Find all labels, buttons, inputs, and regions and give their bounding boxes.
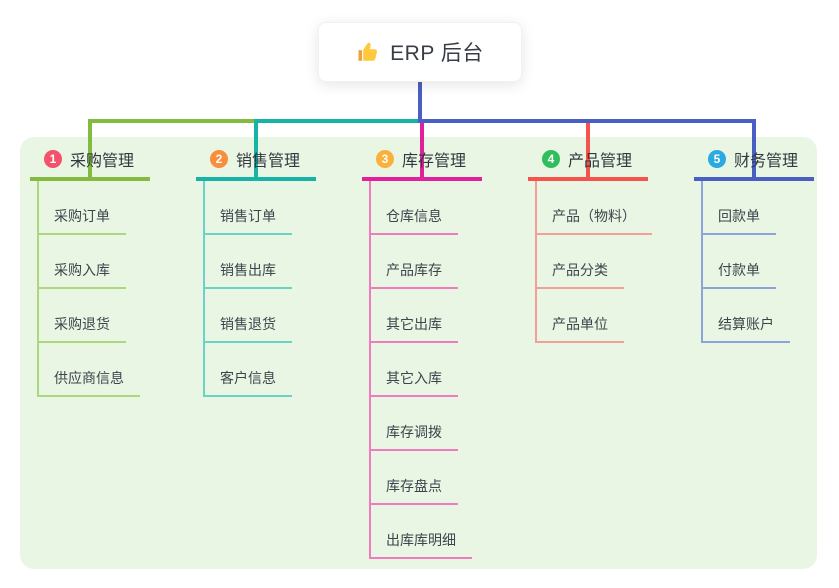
branch-title: 财务管理: [734, 152, 799, 170]
child-node[interactable]: 采购入库: [39, 260, 126, 289]
branch-node-2: 2 销售管理销售订单销售出库销售退货客户信息: [196, 147, 316, 397]
branch-node-1: 1 采购管理采购订单采购入库采购退货供应商信息: [30, 147, 150, 397]
branch-children: 销售订单销售出库销售退货客户信息: [203, 181, 316, 397]
connector-line: [88, 119, 92, 178]
branch-title: 采购管理: [70, 152, 135, 170]
child-row: 销售出库: [205, 235, 316, 289]
branch-number-badge: 1: [44, 149, 62, 168]
child-row: 产品（物料）: [537, 181, 652, 235]
branch-number-badge: 4: [542, 149, 560, 168]
connector-line: [752, 119, 756, 178]
branch-node-3: 3 库存管理仓库信息产品库存其它出库其它入库库存调拨库存盘点出库库明细: [362, 147, 482, 559]
connector-line: [418, 82, 422, 123]
connector-line: [420, 119, 756, 123]
child-node[interactable]: 仓库信息: [371, 206, 458, 235]
child-node[interactable]: 出库库明细: [371, 530, 472, 559]
child-node[interactable]: 销售退货: [205, 314, 292, 343]
child-row: 付款单: [703, 235, 814, 289]
child-row: 其它入库: [371, 343, 482, 397]
branches-panel: [20, 137, 817, 569]
connector-line: [254, 119, 424, 123]
thumbs-up-icon: [356, 40, 380, 64]
branch-children: 产品（物料） 产品分类产品单位: [535, 181, 652, 343]
child-node[interactable]: 库存盘点: [371, 476, 458, 505]
child-row: 其它出库: [371, 289, 482, 343]
branch-number-badge: 3: [376, 149, 394, 168]
root-node[interactable]: ERP 后台: [318, 22, 522, 82]
child-node[interactable]: 采购退货: [39, 314, 126, 343]
child-row: 仓库信息: [371, 181, 482, 235]
branch-header[interactable]: 4 产品管理: [528, 147, 648, 181]
child-node[interactable]: 其它出库: [371, 314, 458, 343]
branch-children: 采购订单采购入库采购退货供应商信息: [37, 181, 150, 397]
child-node[interactable]: 回款单: [703, 206, 776, 235]
child-node[interactable]: 销售出库: [205, 260, 292, 289]
child-node[interactable]: 产品库存: [371, 260, 458, 289]
branch-header[interactable]: 5 财务管理: [694, 147, 814, 181]
branch-title: 库存管理: [402, 152, 467, 170]
branch-number-badge: 5: [708, 149, 726, 168]
child-row: 销售退货: [205, 289, 316, 343]
child-node[interactable]: 产品单位: [537, 314, 624, 343]
child-row: 采购退货: [39, 289, 150, 343]
connector-line: [586, 123, 590, 178]
child-node[interactable]: 其它入库: [371, 368, 458, 397]
branch-header[interactable]: 3 库存管理: [362, 147, 482, 181]
child-row: 供应商信息: [39, 343, 150, 397]
child-row: 库存调拨: [371, 397, 482, 451]
branch-number-badge: 2: [210, 149, 228, 168]
branch-node-4: 4 产品管理产品（物料） 产品分类产品单位: [528, 147, 652, 343]
child-node[interactable]: 库存调拨: [371, 422, 458, 451]
child-row: 产品库存: [371, 235, 482, 289]
branch-children: 回款单付款单结算账户: [701, 181, 814, 343]
child-row: 出库库明细: [371, 505, 482, 559]
child-row: 采购入库: [39, 235, 150, 289]
branch-node-5: 5 财务管理回款单付款单结算账户: [694, 147, 814, 343]
child-row: 回款单: [703, 181, 814, 235]
child-node[interactable]: 客户信息: [205, 368, 292, 397]
child-node[interactable]: 产品（物料）: [537, 206, 652, 235]
child-row: 库存盘点: [371, 451, 482, 505]
child-node[interactable]: 采购订单: [39, 206, 126, 235]
connector-line: [420, 123, 424, 178]
child-node[interactable]: 结算账户: [703, 314, 790, 343]
branch-title: 产品管理: [568, 152, 633, 170]
child-node[interactable]: 销售订单: [205, 206, 292, 235]
child-node[interactable]: 产品分类: [537, 260, 624, 289]
child-row: 产品分类: [537, 235, 648, 289]
branch-title: 销售管理: [236, 152, 301, 170]
child-row: 销售订单: [205, 181, 316, 235]
child-row: 采购订单: [39, 181, 150, 235]
branch-header[interactable]: 2 销售管理: [196, 147, 316, 181]
child-node[interactable]: 付款单: [703, 260, 776, 289]
child-row: 产品单位: [537, 289, 648, 343]
branch-children: 仓库信息产品库存其它出库其它入库库存调拨库存盘点出库库明细: [369, 181, 482, 559]
child-row: 结算账户: [703, 289, 814, 343]
root-title: ERP 后台: [390, 42, 484, 65]
branch-header[interactable]: 1 采购管理: [30, 147, 150, 181]
child-row: 客户信息: [205, 343, 316, 397]
connector-line: [254, 119, 258, 178]
child-node[interactable]: 供应商信息: [39, 368, 140, 397]
